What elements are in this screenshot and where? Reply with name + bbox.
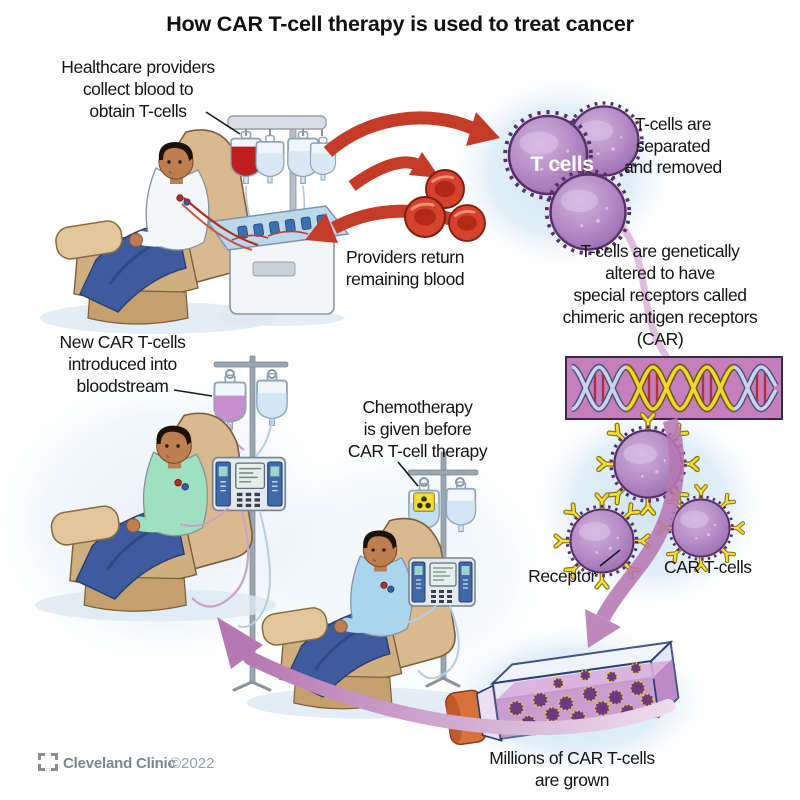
chemo-bag [408,482,440,537]
label-line: separated [635,135,711,156]
flow-ribbon [618,222,670,360]
leader-line [397,461,419,487]
label-return-blood: Providers return remaining blood [318,246,492,290]
label-line: bloodstream [76,376,169,396]
blood-tube [183,197,259,247]
label-chemotherapy: Chemotherapy is given before CAR T-cell … [320,396,515,462]
dna-strip [565,356,783,420]
label-line: chimeric antigen receptors [562,307,758,327]
dna-car-gene [625,365,735,411]
label-car-t-cells: CAR T-cells [664,557,752,577]
label-line: T-cells are genetically [580,241,740,261]
leader-lines [173,111,621,567]
label-line: are grown [534,770,610,790]
label-line: Millions of CAR T-cells [489,748,655,768]
label-line: is given before [363,419,472,439]
biohazard-icon [413,492,435,512]
scene-blood-collection [40,115,350,334]
flow-arrow-down [585,417,685,648]
label-line: CAR T-cell therapy [347,441,488,461]
leader-line [205,111,241,135]
leader-line [173,389,213,397]
t-cells-badge: T cells [530,153,594,176]
iv-bag [255,134,285,184]
label-infusion: New CAR T-cells introduced into bloodstr… [25,331,220,397]
flow-arrow-return [217,617,675,736]
leader-line [599,549,621,567]
label-line: collect blood to [82,79,194,99]
label-line: and removed [624,157,722,177]
label-line: obtain T-cells [89,101,187,121]
dna-strands [570,363,779,413]
label-receptor: Receptor [528,566,596,586]
label-line: (CAR) [636,329,684,349]
label-line: Healthcare providers [61,57,215,77]
footer-copyright: ©2022 [170,755,215,772]
scene-chemotherapy [247,451,478,719]
label-line: introduced into [68,354,177,374]
label-line: New CAR T-cells [59,332,186,352]
label-line: Chemotherapy [362,397,473,417]
label-separated: T-cells are separated and removed [598,114,748,179]
label-line: remaining blood [345,269,465,289]
label-line: T-cells are [634,114,712,134]
page-title: How CAR T-cell therapy is used to treat … [166,12,634,36]
scene-infusion [35,355,289,692]
label-line: special receptors called [573,285,747,305]
footer-brand: Cleveland Clinic [63,755,176,772]
label-line: Providers return [345,247,465,267]
apheresis-machine [206,115,350,326]
blood-tube [181,203,253,251]
label-grow-cells: Millions of CAR T-cells are grown [468,747,676,791]
cleveland-clinic-logo-mark [38,753,58,771]
label-collect-blood: Healthcare providers collect blood to ob… [30,56,246,122]
label-line: altered to have [605,263,715,283]
flask-car-t-cells [508,662,655,731]
label-genetic-alteration: T-cells are genetically altered to have … [520,240,800,350]
dna-rungs [593,372,767,404]
